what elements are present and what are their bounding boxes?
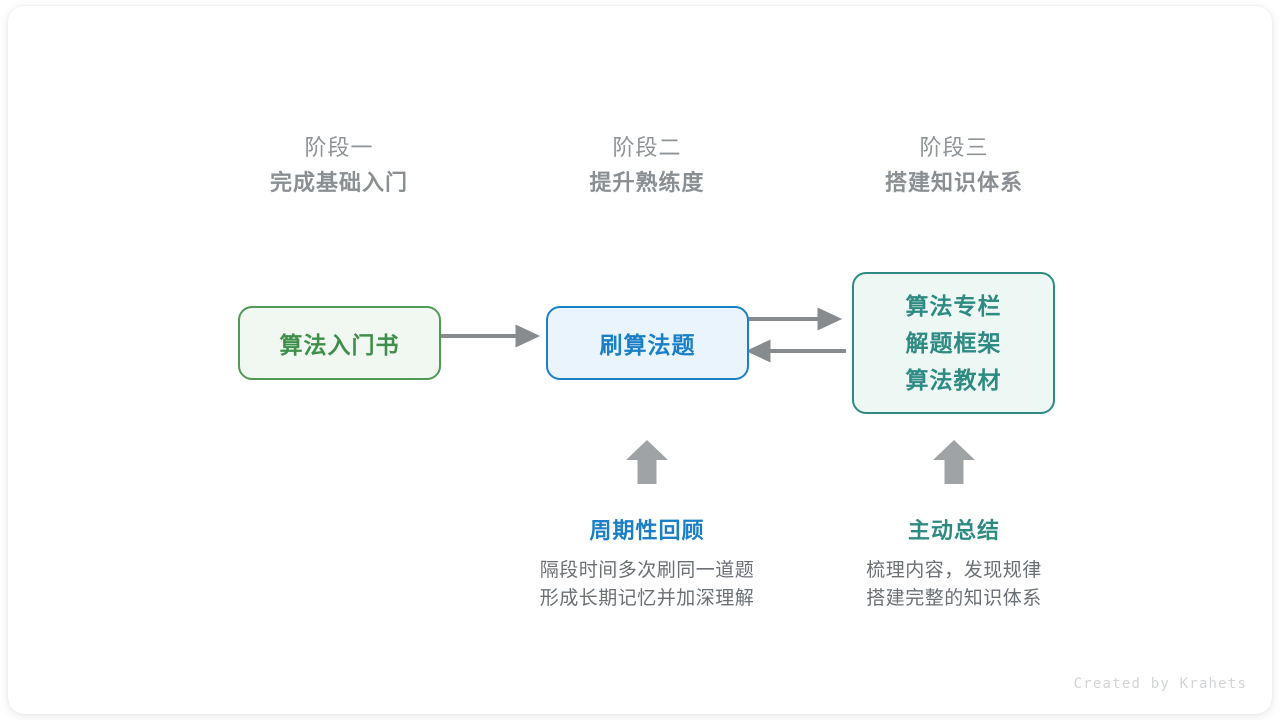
stage-phase-label-1: 阶段一 (304, 135, 374, 160)
stage-title-label-3: 搭建知识体系 (884, 170, 1023, 195)
stage-header-2: 阶段二 提升熟练度 (517, 131, 777, 201)
diagram-canvas: 阶段一 完成基础入门 阶段二 提升熟练度 阶段三 搭建知识体系 算法入门书 刷算… (8, 6, 1272, 714)
stage-header-1: 阶段一 完成基础入门 (209, 131, 469, 201)
caption-active-summary: 主动总结 梳理内容，发现规律 搭建完整的知识体系 (804, 514, 1104, 613)
caption-periodic-review: 周期性回顾 隔段时间多次刷同一道题 形成长期记忆并加深理解 (497, 514, 797, 613)
node-algorithm-intro-book[interactable]: 算法入门书 (238, 306, 441, 380)
stage-phase-label-3: 阶段三 (919, 135, 989, 160)
stage-header-3: 阶段三 搭建知识体系 (824, 131, 1084, 201)
caption-description: 隔段时间多次刷同一道题 形成长期记忆并加深理解 (497, 557, 797, 613)
node-knowledge-resources[interactable]: 算法专栏 解题框架 算法教材 (852, 272, 1055, 414)
caption-description-line-1: 隔段时间多次刷同一道题 (539, 560, 755, 581)
up-arrow-icon-periodic-review (626, 440, 668, 484)
node-label-line-3: 算法教材 (905, 366, 1002, 393)
caption-description: 梳理内容，发现规律 搭建完整的知识体系 (804, 557, 1104, 613)
caption-description-line-1: 梳理内容，发现规律 (866, 560, 1042, 581)
stage-title-label-2: 提升熟练度 (589, 170, 705, 195)
stage-phase-label-2: 阶段二 (612, 135, 682, 160)
stage-title-label-1: 完成基础入门 (269, 170, 408, 195)
caption-title: 周期性回顾 (589, 518, 705, 543)
node-label-line-2: 解题框架 (905, 329, 1002, 356)
caption-description-line-2: 搭建完整的知识体系 (866, 588, 1042, 609)
up-arrow-icon-active-summary (933, 440, 975, 484)
node-label-line-1: 算法专栏 (905, 292, 1002, 319)
node-practice-problems[interactable]: 刷算法题 (546, 306, 749, 380)
caption-description-line-2: 形成长期记忆并加深理解 (539, 588, 755, 609)
caption-title: 主动总结 (907, 518, 1000, 543)
footer-credit-text: Created by Krahets (1073, 676, 1247, 692)
node-label: 算法入门书 (279, 332, 400, 358)
node-label: 刷算法题 (599, 332, 696, 358)
